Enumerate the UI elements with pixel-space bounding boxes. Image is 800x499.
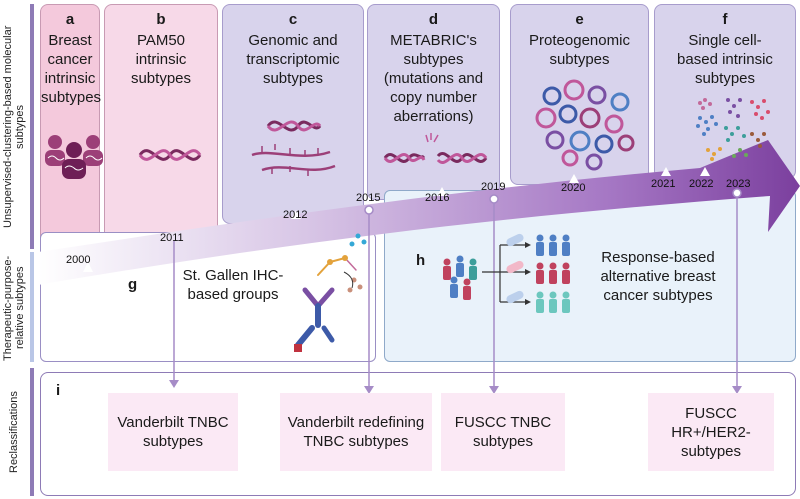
year-2012: 2012 bbox=[283, 209, 308, 221]
timeline-arrow bbox=[38, 140, 800, 285]
year-2022: 2022 bbox=[689, 178, 714, 190]
year-2019: 2019 bbox=[481, 181, 506, 193]
responder-teal bbox=[536, 291, 570, 313]
panel-g-letter: g bbox=[128, 276, 138, 293]
recl-box-3: FUSCC TNBC subtypes bbox=[441, 393, 565, 471]
panel-c-title: Genomic and transcriptomic subtypes bbox=[246, 32, 340, 87]
bar-bottom bbox=[30, 368, 34, 496]
dna-icon-b bbox=[138, 149, 202, 161]
panel-a-letter: a bbox=[65, 11, 75, 28]
panel-e: e Proteogenomic subtypes bbox=[510, 4, 649, 185]
responder-blue bbox=[536, 234, 570, 256]
year-2011: 2011 bbox=[160, 232, 184, 244]
panel-d-letter: d bbox=[428, 11, 439, 28]
year-2020: 2020 bbox=[561, 182, 586, 194]
recl-box-1: Vanderbilt TNBC subtypes bbox=[108, 393, 238, 471]
responder-red bbox=[536, 262, 570, 284]
panel-b: b PAM50 intrinsic subtypes bbox=[104, 4, 218, 241]
panel-e-title: Proteogenomic subtypes bbox=[529, 32, 630, 68]
year-2023: 2023 bbox=[726, 178, 751, 190]
panel-d-title: METABRIC's subtypes (mutations and copy … bbox=[383, 32, 484, 125]
panel-f-letter: f bbox=[722, 11, 728, 28]
single-cell-icon bbox=[696, 98, 770, 161]
panel-a: a Breast cancer intrinsic subtypes bbox=[40, 4, 102, 251]
panel-i-letter: i bbox=[56, 382, 61, 399]
panel-c-letter: c bbox=[288, 11, 298, 28]
patients-group-icon bbox=[443, 255, 477, 300]
bar-top bbox=[30, 4, 34, 249]
panel-g-title: St. Gallen IHC-based groups bbox=[182, 267, 284, 303]
people-icon bbox=[45, 135, 103, 166]
panel-h-title: Response-based alternative breast cancer… bbox=[600, 249, 716, 304]
panel-e-letter: e bbox=[575, 11, 584, 28]
panel-a-title: Breast cancer intrinsic subtypes bbox=[41, 32, 102, 106]
panel-h-letter: h bbox=[416, 252, 426, 269]
panel-d: d METABRIC's subtypes (mutations and cop… bbox=[367, 4, 500, 200]
panel-b-title: PAM50 intrinsic subtypes bbox=[130, 32, 192, 87]
panel-f-title: Single cell-based intrinsic subtypes bbox=[677, 32, 773, 87]
year-2021: 2021 bbox=[651, 178, 676, 190]
dna-icon-c bbox=[251, 120, 336, 172]
protein-icon bbox=[535, 79, 635, 171]
recl-box-2: Vanderbilt redefining TNBC subtypes bbox=[280, 393, 432, 471]
pill-icons bbox=[506, 233, 524, 304]
panel-c: c Genomic and transcriptomic subtypes bbox=[222, 4, 364, 224]
year-2015: 2015 bbox=[356, 192, 381, 204]
year-2000: 2000 bbox=[66, 254, 91, 266]
bar-middle bbox=[30, 252, 34, 362]
panel-b-letter: b bbox=[156, 11, 166, 28]
antibody-icon bbox=[295, 257, 357, 348]
year-2016: 2016 bbox=[425, 192, 450, 204]
dna-icon-d bbox=[383, 152, 488, 164]
recl-box-4: FUSCC HR+/HER2- subtypes bbox=[648, 393, 774, 471]
